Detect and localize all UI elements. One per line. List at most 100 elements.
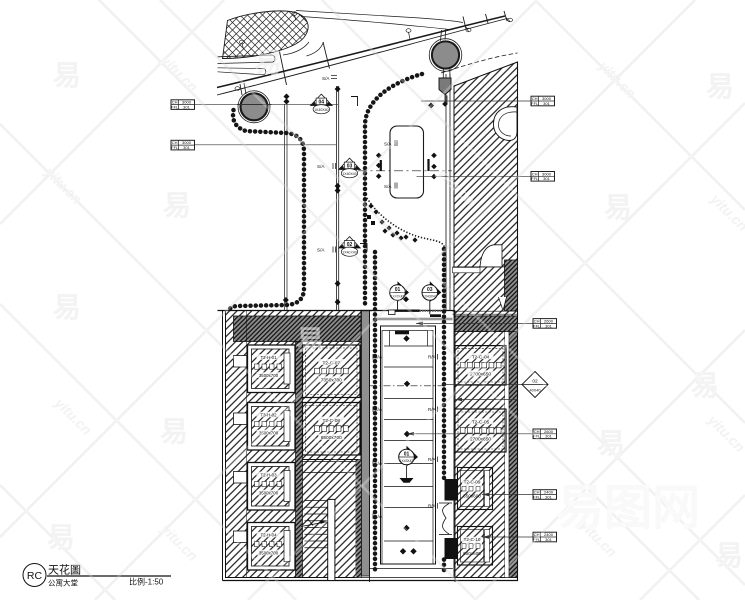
svg-text:易: 易 bbox=[47, 522, 75, 553]
svg-text:03: 03 bbox=[347, 163, 353, 169]
svg-text:3500x700: 3500x700 bbox=[259, 490, 279, 495]
svg-text:易: 易 bbox=[597, 428, 625, 459]
svg-text:天花圖: 天花圖 bbox=[48, 564, 81, 577]
svg-text:CH: CH bbox=[532, 171, 538, 176]
svg-text:T2-H-04: T2-H-04 bbox=[260, 532, 277, 537]
svg-text:T2-H-03: T2-H-03 bbox=[260, 472, 277, 477]
svg-text:易: 易 bbox=[160, 416, 188, 447]
svg-text:1X40X40: 1X40X40 bbox=[342, 172, 356, 176]
svg-text:3500x700: 3500x700 bbox=[259, 550, 279, 555]
svg-text:易: 易 bbox=[691, 370, 719, 401]
svg-text:04: 04 bbox=[319, 99, 325, 105]
svg-text:1X40X40: 1X40X40 bbox=[314, 108, 328, 112]
svg-text:2700x650: 2700x650 bbox=[470, 371, 491, 377]
svg-text:CH: CH bbox=[172, 100, 178, 105]
svg-text:易: 易 bbox=[706, 71, 734, 102]
svg-text:易: 易 bbox=[53, 292, 81, 323]
svg-text:易: 易 bbox=[604, 192, 632, 223]
svg-text:CH: CH bbox=[172, 140, 178, 145]
svg-text:1X43X43: 1X43X43 bbox=[423, 295, 437, 299]
svg-text:7350x700: 7350x700 bbox=[321, 377, 342, 383]
svg-text:301: 301 bbox=[183, 145, 190, 150]
svg-text:301: 301 bbox=[183, 105, 190, 110]
svg-text:易: 易 bbox=[691, 370, 719, 401]
svg-text:650x600: 650x600 bbox=[463, 494, 481, 499]
svg-text:S/A: S/A bbox=[322, 76, 330, 81]
svg-text:01: 01 bbox=[404, 451, 410, 457]
svg-text:3000: 3000 bbox=[542, 171, 552, 176]
svg-text:公寓大堂: 公寓大堂 bbox=[48, 578, 78, 588]
svg-text:易: 易 bbox=[706, 71, 734, 102]
svg-text:3500x700: 3500x700 bbox=[259, 373, 279, 378]
svg-text:301: 301 bbox=[545, 537, 552, 542]
svg-text:易: 易 bbox=[296, 325, 324, 356]
svg-text:02: 02 bbox=[532, 379, 538, 385]
svg-text:CH: CH bbox=[534, 532, 540, 537]
svg-text:02: 02 bbox=[347, 242, 353, 248]
svg-text:FFL: FFL bbox=[531, 101, 539, 106]
svg-text:FFL: FFL bbox=[171, 105, 179, 110]
svg-text:S/A: S/A bbox=[375, 407, 383, 412]
svg-text:2600: 2600 bbox=[544, 429, 554, 434]
svg-text:易: 易 bbox=[715, 540, 743, 571]
svg-text:T3-H-02: T3-H-02 bbox=[260, 412, 277, 417]
svg-text:301: 301 bbox=[545, 323, 552, 328]
svg-text:易: 易 bbox=[597, 428, 625, 459]
svg-text:301: 301 bbox=[545, 434, 552, 439]
svg-text:RC: RC bbox=[27, 570, 43, 582]
svg-text:01: 01 bbox=[395, 287, 401, 293]
svg-text:易图网: 易图网 bbox=[556, 482, 700, 535]
svg-text:R/A: R/A bbox=[428, 355, 437, 360]
svg-text:易: 易 bbox=[604, 192, 632, 223]
svg-text:R/A: R/A bbox=[428, 457, 437, 462]
svg-text:易: 易 bbox=[715, 540, 743, 571]
svg-text:40X40: 40X40 bbox=[530, 389, 541, 393]
svg-text:R/A: R/A bbox=[428, 504, 437, 509]
svg-text:1X43X43: 1X43X43 bbox=[391, 295, 405, 299]
svg-text:CH: CH bbox=[534, 490, 540, 495]
svg-text:301: 301 bbox=[543, 176, 550, 181]
svg-text:T2-C-04: T2-C-04 bbox=[472, 354, 490, 360]
svg-text:3500x700: 3500x700 bbox=[259, 430, 279, 435]
svg-text:比例-1:50: 比例-1:50 bbox=[129, 577, 164, 587]
svg-text:易: 易 bbox=[53, 292, 81, 323]
svg-text:T2-H-01: T2-H-01 bbox=[260, 355, 277, 360]
svg-text:2600: 2600 bbox=[544, 319, 554, 324]
svg-text:S/A: S/A bbox=[375, 514, 383, 519]
svg-text:T2-C-07: T2-C-07 bbox=[322, 360, 340, 366]
svg-text:易: 易 bbox=[53, 60, 81, 91]
svg-text:FFL: FFL bbox=[533, 494, 541, 499]
svg-text:CH: CH bbox=[532, 96, 538, 101]
svg-text:650x600: 650x600 bbox=[463, 551, 481, 556]
svg-text:易: 易 bbox=[53, 60, 81, 91]
svg-text:S/A: S/A bbox=[375, 355, 383, 360]
svg-text:易: 易 bbox=[163, 190, 191, 221]
svg-text:易: 易 bbox=[47, 522, 75, 553]
svg-text:S/A: S/A bbox=[384, 184, 392, 189]
svg-text:FFL: FFL bbox=[533, 434, 541, 439]
svg-text:03: 03 bbox=[427, 287, 433, 293]
svg-text:8500x700: 8500x700 bbox=[321, 435, 342, 441]
svg-text:FFL: FFL bbox=[171, 145, 179, 150]
svg-text:FFL: FFL bbox=[533, 323, 541, 328]
svg-text:S/A: S/A bbox=[384, 142, 392, 147]
svg-text:FFL: FFL bbox=[533, 537, 541, 542]
svg-text:3000: 3000 bbox=[182, 140, 192, 145]
svg-text:CH: CH bbox=[534, 429, 540, 434]
svg-text:T2-C-08: T2-C-08 bbox=[322, 418, 340, 424]
svg-text:1X40X40: 1X40X40 bbox=[342, 250, 356, 254]
svg-text:3000: 3000 bbox=[182, 100, 192, 105]
svg-text:301: 301 bbox=[545, 494, 552, 499]
svg-text:2400: 2400 bbox=[544, 532, 554, 537]
svg-text:T2-C-05: T2-C-05 bbox=[472, 420, 490, 426]
svg-text:1X43X43: 1X43X43 bbox=[400, 459, 414, 463]
svg-text:FFL: FFL bbox=[531, 176, 539, 181]
svg-text:S/A: S/A bbox=[317, 248, 325, 253]
svg-text:易: 易 bbox=[160, 416, 188, 447]
svg-text:S/A: S/A bbox=[375, 461, 383, 466]
svg-text:2700x650: 2700x650 bbox=[470, 437, 491, 443]
svg-text:T2-C-10: T2-C-10 bbox=[464, 537, 481, 542]
svg-text:301: 301 bbox=[543, 101, 550, 106]
svg-text:易图网: 易图网 bbox=[556, 482, 700, 535]
svg-text:3000: 3000 bbox=[542, 96, 552, 101]
